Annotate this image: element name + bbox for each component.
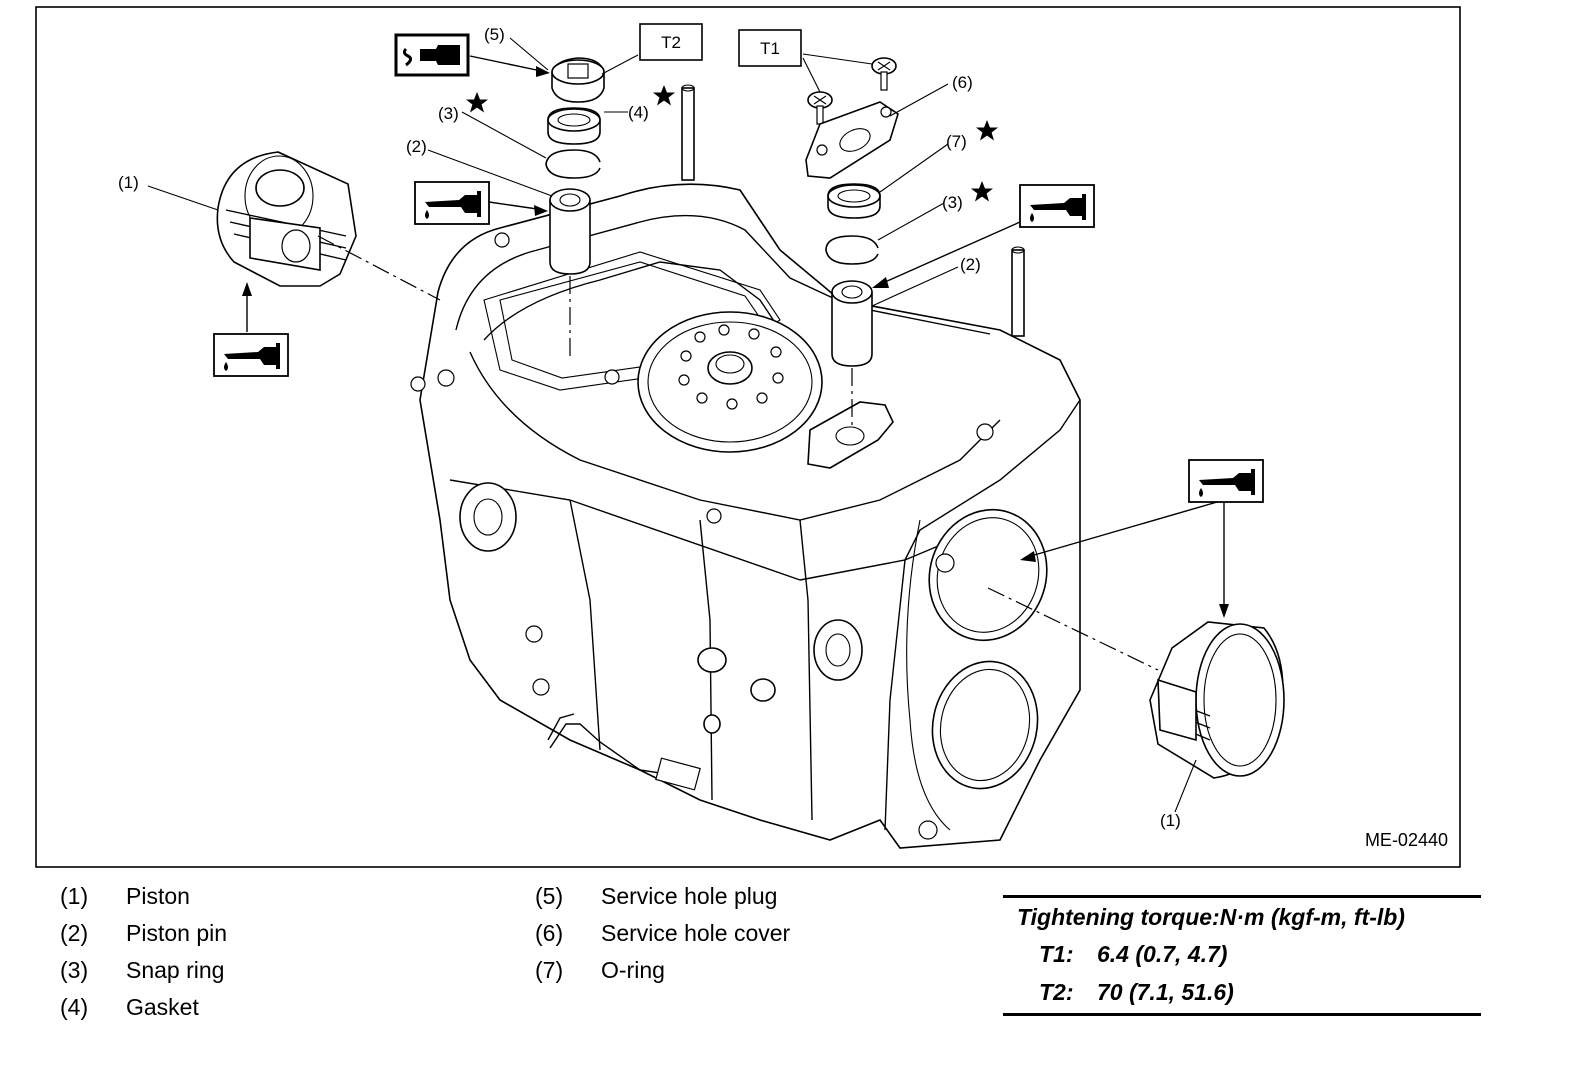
- legend-name: Piston: [126, 883, 190, 909]
- oil-can-icon: [213, 333, 289, 377]
- centerline-right-piston: [987, 587, 1159, 671]
- torque-row: T1: 6.4 (0.7, 4.7): [1003, 933, 1481, 971]
- torque-value: 70 (7.1, 51.6): [1097, 979, 1234, 1005]
- torque-tag-t2: [639, 23, 703, 61]
- torque-key: T1:: [1039, 941, 1074, 967]
- service-hole-flange: [807, 401, 894, 469]
- sealant-tube-icon: [394, 33, 470, 77]
- callout-3-right: (3): [942, 193, 963, 212]
- replace-star-icon: [971, 181, 993, 202]
- exploded-diagram: T2 T1 (1) (1) (2) (2) (3) (3) (4) (5) (6…: [35, 6, 1461, 868]
- legend-item: (6) Service hole cover: [535, 915, 790, 952]
- legend-column-2: (5) Service hole plug (6) Service hole cov…: [535, 878, 790, 989]
- torque-tag-t1-label: T1: [760, 39, 780, 58]
- legend-num: (7): [535, 957, 564, 983]
- callout-1-left: (1): [118, 173, 139, 192]
- legend-name: Service hole cover: [601, 920, 791, 946]
- torque-table: Tightening torque:N·m (kgf-m, ft-lb) T1:…: [1003, 895, 1481, 1016]
- callout-2-left: (2): [406, 137, 427, 156]
- piston-right: [1149, 621, 1285, 779]
- callout-5: (5): [484, 25, 505, 44]
- legend-item: (2) Piston pin: [60, 915, 227, 952]
- stud-right: [1011, 249, 1025, 337]
- torque-title: Tightening torque:N·m (kgf-m, ft-lb): [1017, 904, 1405, 930]
- callout-7: (7): [946, 132, 967, 151]
- legend-num: (3): [60, 957, 89, 983]
- cylinder-bore-front: [928, 508, 1048, 642]
- service-hole-plug: [551, 57, 605, 103]
- figure-code: ME-02440: [1365, 830, 1448, 850]
- legend-num: (1): [60, 883, 89, 909]
- piston-pin-right: [831, 280, 873, 367]
- centerline-left-piston: [317, 235, 441, 301]
- replace-star-icon: [976, 120, 998, 141]
- arrows: [242, 55, 1229, 618]
- legend-num: (4): [60, 994, 89, 1020]
- stud-left: [681, 87, 695, 181]
- legend-name: Snap ring: [126, 957, 225, 983]
- gasket-ring: [547, 107, 601, 145]
- oil-can-icon: [1019, 184, 1095, 228]
- legend-name: O-ring: [601, 957, 665, 983]
- legend-num: (6): [535, 920, 564, 946]
- o-ring: [827, 183, 881, 219]
- legend-item: (1) Piston: [60, 878, 227, 915]
- callout-6: (6): [952, 73, 973, 92]
- legend-name: Piston pin: [126, 920, 228, 946]
- legend-item: (5) Service hole plug: [535, 878, 790, 915]
- legend-column-1: (1) Piston (2) Piston pin (3) Snap ring (4)…: [60, 878, 227, 1026]
- torque-row: T2: 70 (7.1, 51.6): [1003, 971, 1481, 1009]
- legend-name: Service hole plug: [601, 883, 778, 909]
- callout-1-right: (1): [1160, 811, 1181, 830]
- cylinder-bore-rear: [931, 660, 1039, 790]
- oil-can-icon: [1188, 459, 1264, 503]
- legend-num: (2): [60, 920, 89, 946]
- replace-star-icon: [653, 85, 675, 106]
- snap-ring-left: [545, 149, 601, 179]
- legend-item: (3) Snap ring: [60, 952, 227, 989]
- torque-value: 6.4 (0.7, 4.7): [1097, 941, 1228, 967]
- legend-num: (5): [535, 883, 564, 909]
- callout-3-left: (3): [438, 104, 459, 123]
- piston-pin-left: [549, 188, 591, 275]
- service-hole-cover: [805, 101, 899, 179]
- legend-item: (7) O-ring: [535, 952, 790, 989]
- callout-4: (4): [628, 103, 649, 122]
- torque-tag-t2-label: T2: [661, 33, 681, 52]
- callout-2-right: (2): [960, 255, 981, 274]
- oil-can-icon: [414, 181, 490, 225]
- legend-name: Gasket: [126, 994, 199, 1020]
- figure-frame: [35, 6, 1461, 868]
- torque-tag-t1: [738, 29, 802, 67]
- legend-item: (4) Gasket: [60, 989, 227, 1026]
- replace-star-icon: [466, 92, 488, 113]
- crankcase-block: [410, 84, 1081, 849]
- piston-left: [216, 151, 357, 287]
- torque-key: T2:: [1039, 979, 1074, 1005]
- snap-ring-right: [825, 235, 879, 265]
